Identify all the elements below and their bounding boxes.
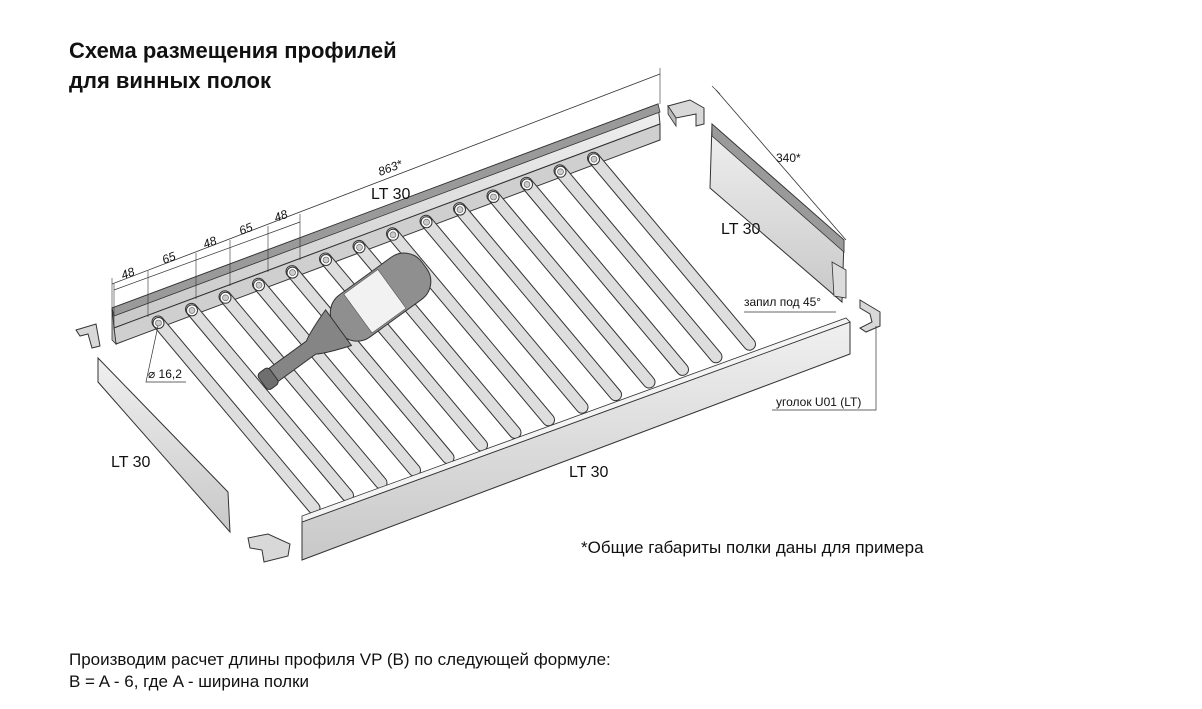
corner-bracket-icon bbox=[75, 323, 101, 349]
cut-note-label: запил под 45° bbox=[744, 295, 821, 309]
depth-dimension: 340* bbox=[711, 85, 847, 241]
rod bbox=[420, 215, 588, 413]
rod-group bbox=[151, 151, 756, 515]
rail-hole-rod-end bbox=[356, 244, 363, 251]
corner-note-label: уголок U01 (LT) bbox=[776, 395, 861, 409]
spacing-label: 48 bbox=[119, 264, 137, 282]
rail-hole-rod-end bbox=[590, 155, 598, 163]
rail-hole-rod-end bbox=[523, 181, 531, 188]
rod bbox=[554, 165, 722, 363]
rail-hole-rod-end bbox=[222, 294, 229, 302]
spacing-label: 48 bbox=[201, 233, 219, 251]
corner-bracket-icon bbox=[859, 299, 881, 333]
spacing-label: 65 bbox=[160, 249, 178, 267]
depth-label: 340* bbox=[776, 151, 801, 165]
spacing-label: 65 bbox=[237, 220, 255, 238]
page-title: Схема размещения профилей для винных пол… bbox=[69, 36, 397, 96]
rail-left-label: LT 30 bbox=[111, 454, 151, 471]
wine-bottle-icon bbox=[257, 252, 432, 390]
rod bbox=[487, 190, 655, 388]
rod bbox=[454, 203, 621, 401]
rail-hole-rod-end bbox=[289, 269, 296, 276]
formula-text: Производим расчет длины профиля VP (B) п… bbox=[69, 649, 611, 693]
hole-diameter-label: ⌀ 16,2 bbox=[148, 367, 182, 381]
corner-bracket-icon bbox=[247, 533, 291, 563]
title-line-1: Схема размещения профилей bbox=[69, 38, 397, 63]
hole-group bbox=[152, 153, 600, 329]
title-line-2: для винных полок bbox=[69, 68, 271, 93]
rail-right-label: LT 30 bbox=[721, 221, 761, 238]
rod bbox=[521, 177, 688, 375]
rail-back-label: LT 30 bbox=[371, 186, 411, 203]
formula-line-2: B = A - 6, где A - ширина полки bbox=[69, 672, 310, 691]
left-rail bbox=[97, 356, 231, 534]
rail-hole-rod-end bbox=[188, 307, 196, 314]
rail-hole-rod-end bbox=[389, 231, 397, 239]
rail-hole-rod-end bbox=[423, 218, 430, 226]
rod bbox=[186, 303, 353, 501]
rod bbox=[286, 266, 454, 464]
rail-hole-rod-end bbox=[155, 319, 162, 327]
overall-length-label: 863* bbox=[376, 157, 404, 179]
rail-hole-rod-end bbox=[322, 256, 330, 264]
rail-hole-rod-end bbox=[456, 206, 464, 213]
rod bbox=[152, 316, 320, 514]
spacing-label: 48 bbox=[272, 207, 290, 225]
rail-hole-rod-end bbox=[490, 193, 497, 201]
rod bbox=[588, 152, 755, 350]
spacing-dimensions: 48 65 48 65 48 bbox=[113, 207, 301, 330]
leader-lines bbox=[145, 311, 877, 411]
formula-line-1: Производим расчет длины профиля VP (B) п… bbox=[69, 650, 611, 669]
dimensions-footnote: *Общие габариты полки даны для примера bbox=[581, 538, 924, 557]
rod bbox=[219, 291, 387, 489]
rail-hole-rod-end bbox=[557, 168, 564, 176]
rail-hole-rod-end bbox=[255, 281, 263, 289]
rail-front-label: LT 30 bbox=[569, 464, 609, 481]
right-rail bbox=[709, 122, 847, 304]
corner-bracket-icon bbox=[667, 99, 705, 128]
rod bbox=[253, 278, 420, 476]
front-rail bbox=[301, 317, 851, 561]
